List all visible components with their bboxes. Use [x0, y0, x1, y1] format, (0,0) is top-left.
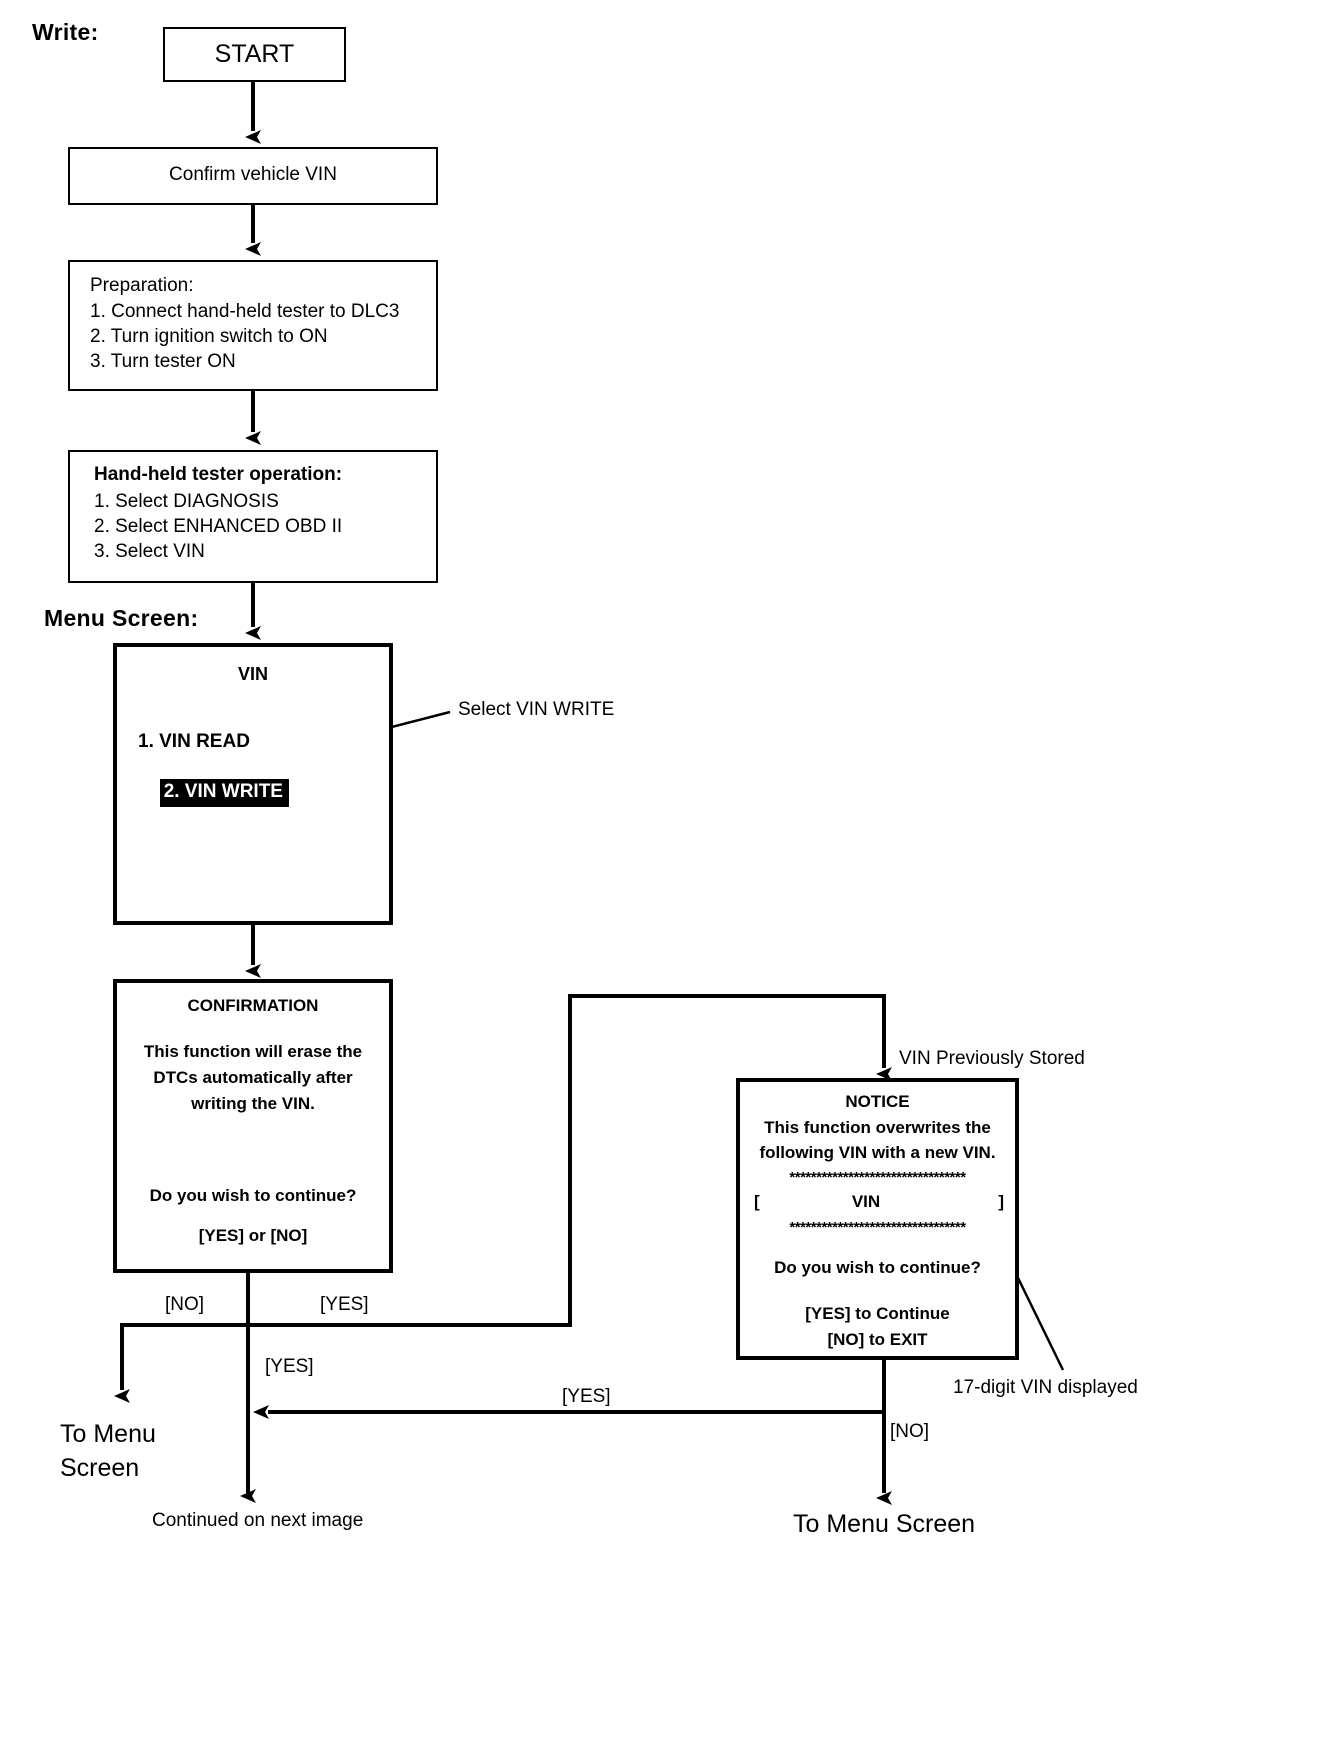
- notice-stars-bottom: *********************************: [789, 1219, 966, 1236]
- confirmation-question: Do you wish to continue?: [149, 1186, 357, 1205]
- vin-menu-title: VIN: [237, 664, 268, 684]
- notice-title: NOTICE: [845, 1092, 910, 1111]
- notice-vin-bracket-close: ]: [998, 1192, 1004, 1211]
- notice-line-2: following VIN with a new VIN.: [759, 1143, 996, 1162]
- preparation-heading: Preparation:: [90, 275, 194, 296]
- tester-operation-heading: Hand-held tester operation:: [94, 464, 343, 485]
- confirmation-line-3: writing the VIN.: [191, 1094, 315, 1113]
- node-confirm-vehicle-vin: Confirm vehicle VIN: [68, 147, 438, 205]
- confirmation-line-1: This function will erase the: [143, 1042, 363, 1061]
- preparation-step-2: 2. Turn ignition switch to ON: [90, 326, 328, 347]
- terminal-continued-on-next-image: Continued on next image: [152, 1510, 364, 1531]
- callout-vin-previously-stored: VIN Previously Stored: [899, 1048, 1085, 1069]
- notice-question: Do you wish to continue?: [774, 1258, 981, 1277]
- edge-confirmation-no-branch: [120, 1323, 248, 1385]
- vin-menu-item-vin-read[interactable]: 1. VIN READ: [138, 731, 250, 752]
- notice-stars-top: *********************************: [789, 1169, 966, 1186]
- menu-screen-label: Menu Screen:: [44, 605, 199, 631]
- confirmation-title: CONFIRMATION: [187, 996, 319, 1015]
- node-start: START: [163, 27, 346, 82]
- screen-confirmation: CONFIRMATION This function will erase th…: [113, 979, 393, 1273]
- tester-operation-step-2: 2. Select ENHANCED OBD II: [94, 516, 343, 537]
- tester-operation-step-1: 1. Select DIAGNOSIS: [94, 491, 279, 512]
- screen-notice: NOTICE This function overwrites the foll…: [736, 1078, 1019, 1360]
- node-tester-operation: Hand-held tester operation: 1. Select DI…: [68, 450, 438, 583]
- notice-vin-placeholder: VIN: [851, 1192, 881, 1211]
- node-preparation: Preparation: 1. Connect hand-held tester…: [68, 260, 438, 391]
- page-title: Write:: [32, 19, 99, 45]
- vin-menu-item-vin-write[interactable]: 2. VIN WRITE: [128, 755, 289, 831]
- edge-label-notice-yes: [YES]: [562, 1386, 611, 1407]
- preparation-step-1: 1. Connect hand-held tester to DLC3: [90, 301, 400, 322]
- callout-select-vin-write: Select VIN WRITE: [458, 699, 615, 720]
- node-confirm-vehicle-vin-label: Confirm vehicle VIN: [169, 164, 337, 185]
- edge-label-notice-no: [NO]: [890, 1421, 930, 1442]
- terminal-to-menu-screen-left-line-1: To Menu: [60, 1420, 156, 1448]
- edge-label-confirmation-yes-down: [YES]: [265, 1356, 314, 1377]
- edge-label-confirmation-yes-right: [YES]: [320, 1294, 369, 1315]
- notice-line-1: This function overwrites the: [764, 1118, 991, 1137]
- notice-vin-bracket-open: [: [754, 1192, 760, 1211]
- edge-label-confirmation-no: [NO]: [165, 1294, 205, 1315]
- callout-17-digit-vin: 17-digit VIN displayed: [953, 1377, 1138, 1398]
- preparation-step-3: 3. Turn tester ON: [90, 351, 236, 372]
- vin-menu-item-vin-write-label: 2. VIN WRITE: [159, 779, 289, 807]
- terminal-to-menu-screen-right: To Menu Screen: [793, 1510, 976, 1538]
- notice-option-no: [NO] to EXIT: [827, 1330, 928, 1349]
- confirmation-line-2: DTCs automatically after: [153, 1068, 353, 1087]
- tester-operation-step-3: 3. Select VIN: [94, 541, 205, 562]
- node-start-label: START: [214, 40, 295, 68]
- screen-vin-menu[interactable]: VIN 1. VIN READ 2. VIN WRITE: [113, 643, 393, 925]
- notice-vin-row: [ VIN ]: [754, 1192, 1004, 1212]
- notice-option-yes: [YES] to Continue: [805, 1304, 950, 1323]
- confirmation-options: [YES] or [NO]: [198, 1226, 308, 1245]
- terminal-to-menu-screen-left-line-2: Screen: [60, 1454, 140, 1482]
